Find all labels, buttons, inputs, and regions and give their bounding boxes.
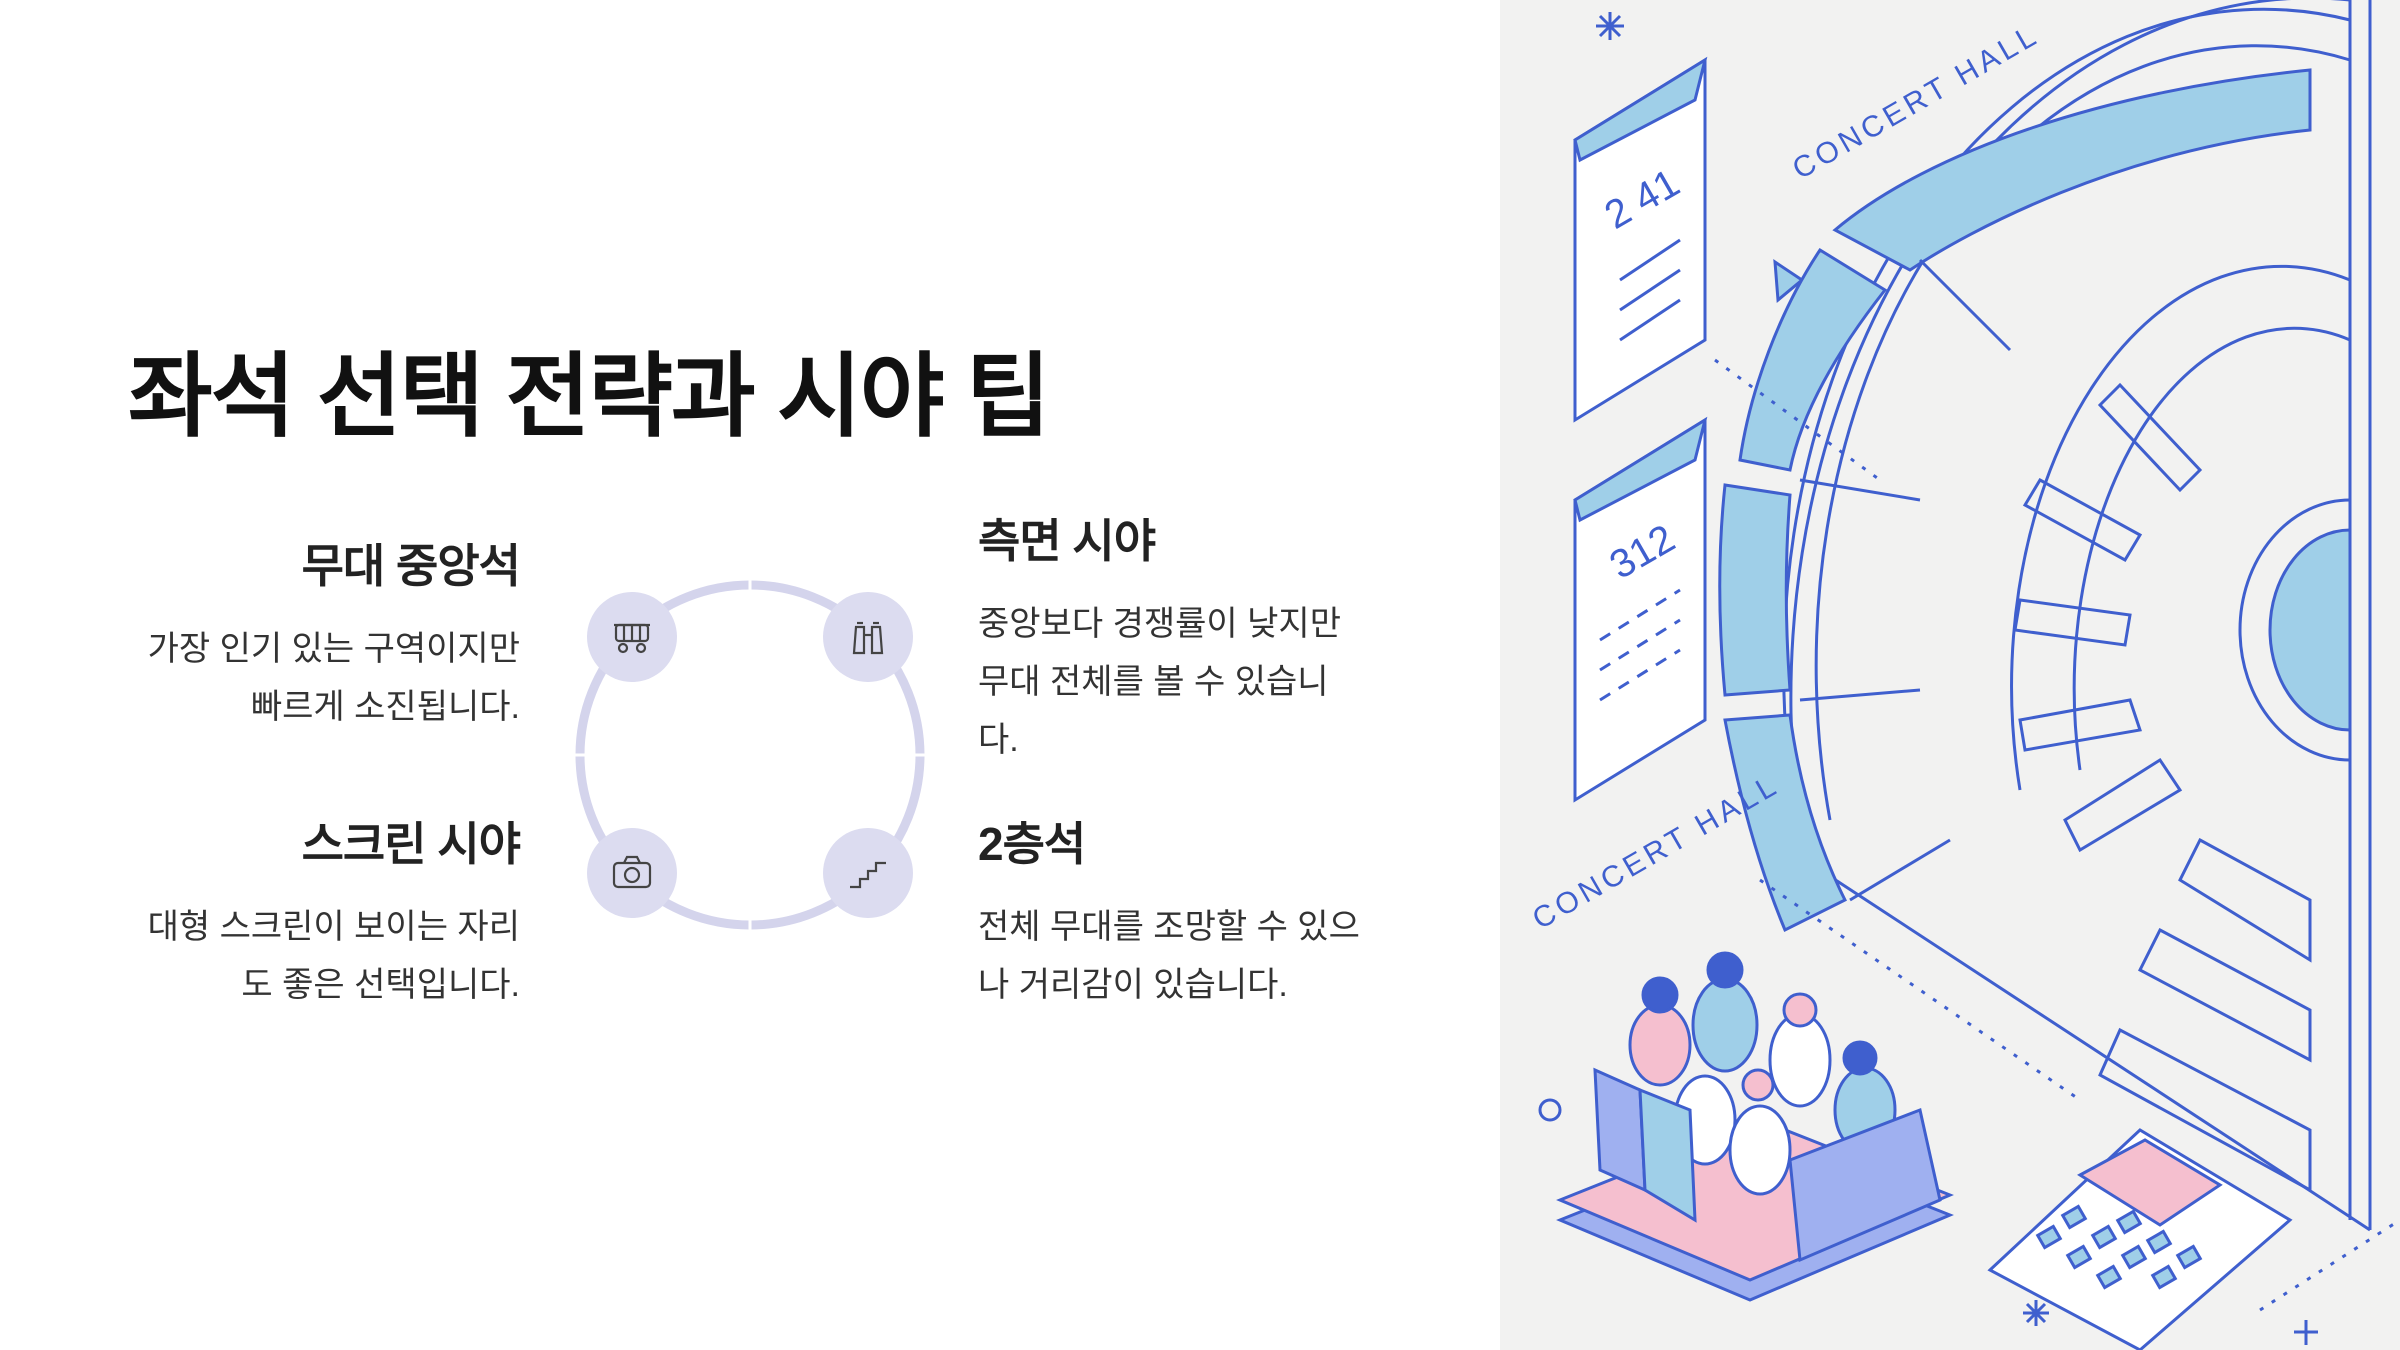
ticket-icon [1573, 56, 1708, 423]
concert-hall-label-bottom: CONCERT HALL [1527, 768, 1785, 936]
page-title: 좌석 선택 전략과 시야 팁 [128, 346, 1051, 448]
item-title: 무대 중앙석 [301, 540, 521, 592]
item-title: 스크린 시야 [301, 818, 521, 870]
item-title: 2층석 [978, 818, 1086, 870]
bus-icon [587, 592, 677, 682]
stairs-icon [823, 828, 913, 918]
camera-icon [587, 828, 677, 918]
concert-hall-illustration: CONCERT HALL CONCERT HALL 2 41 312 [1500, 0, 2400, 1350]
calculator-icon [1987, 1128, 2293, 1350]
cycle-diagram [572, 577, 928, 933]
item-title: 측면 시야 [978, 515, 1156, 567]
ticket-icon [1573, 416, 1708, 803]
binoculars-icon [823, 592, 913, 682]
audience-group [1556, 951, 1954, 1302]
